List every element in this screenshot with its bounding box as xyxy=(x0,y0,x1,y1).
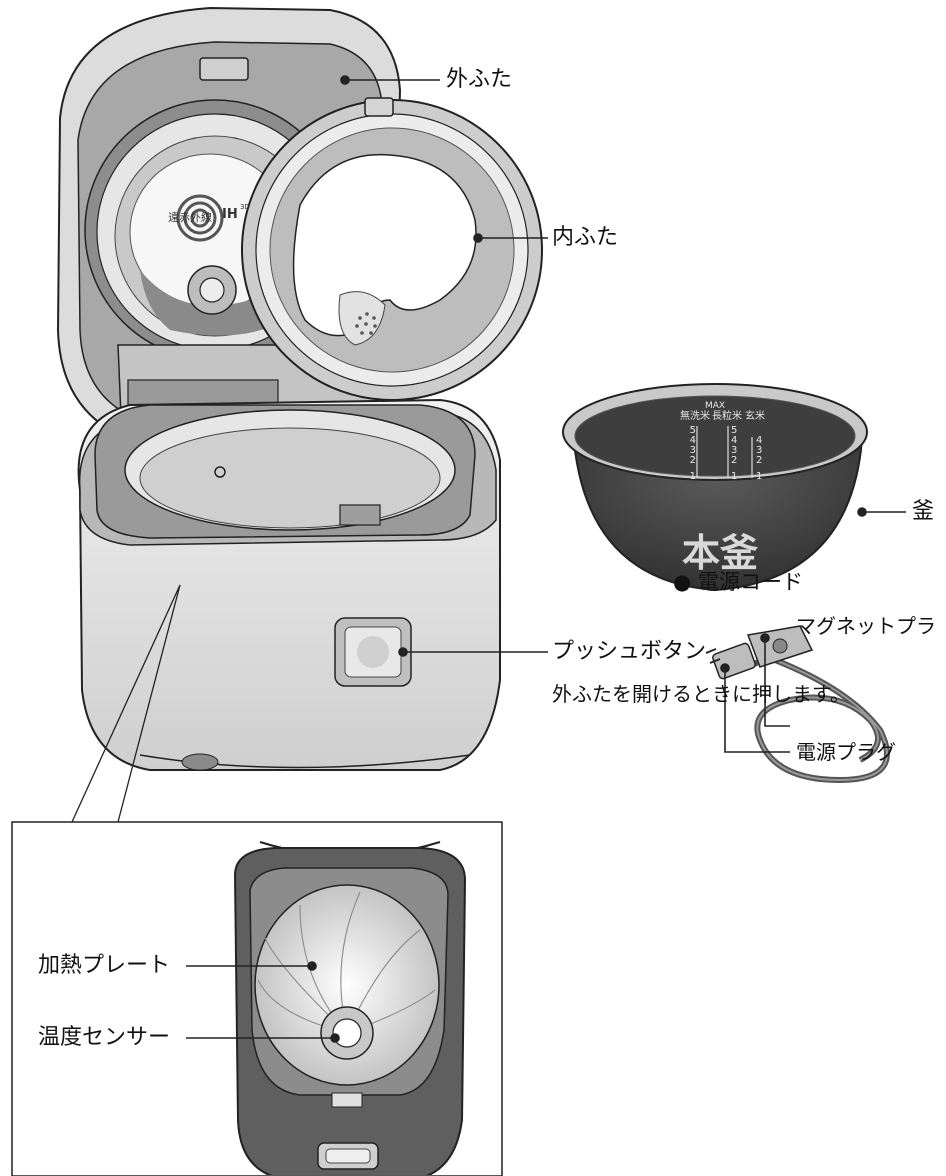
pot-scale-right-1: 1 xyxy=(756,471,763,482)
zoom-callout-lines xyxy=(71,584,181,823)
pot-scale-left-4: 4 xyxy=(689,435,696,446)
ih-logo xyxy=(176,194,224,242)
detail-inset xyxy=(11,821,503,1176)
pot-scale-right-3: 3 xyxy=(756,445,763,456)
power-plug-graphic xyxy=(705,642,756,680)
label-pot: 釜 xyxy=(912,499,935,524)
pot-header-left: 無洗米 xyxy=(680,411,710,422)
cooker-body xyxy=(77,398,501,771)
label-power-cord-heading: ● 電源コード xyxy=(673,570,803,594)
pot-scale-left-3: 3 xyxy=(689,445,696,456)
inner-pot xyxy=(562,383,868,592)
label-inner-lid: 内ふた xyxy=(552,225,619,250)
pot-scale-mid-2: 2 xyxy=(731,455,738,466)
pot-scale-mid: 5 4 3 2 1 xyxy=(731,426,741,482)
label-power-plug: 電源プラグ xyxy=(796,740,896,764)
lid-logo-sup: 3D xyxy=(240,203,250,211)
pot-header-right: 玄米 xyxy=(745,411,765,422)
label-temp-sensor: 温度センサー xyxy=(38,1025,171,1050)
lid-logo-text: 遠赤外線 xyxy=(168,211,212,224)
pot-scale-mid-3: 3 xyxy=(731,445,738,456)
pot-scale-mid-5: 5 xyxy=(731,425,738,436)
pot-scale-mid-4: 4 xyxy=(731,435,738,446)
pot-scale-left-5: 5 xyxy=(689,425,696,436)
inner-lid xyxy=(241,97,543,401)
label-outer-lid: 外ふた xyxy=(446,67,513,92)
label-push-button: プッシュボタン xyxy=(552,639,707,664)
pot-scale-right-2: 2 xyxy=(756,455,763,466)
label-magnet-plug: マグネットプラ xyxy=(796,614,936,638)
pot-scale-mid-1: 1 xyxy=(731,471,738,482)
pot-scale-left-2: 2 xyxy=(689,455,696,466)
label-heating-plate: 加熱プレート xyxy=(38,953,171,978)
pot-max-mark: MAX xyxy=(705,401,726,411)
lid-logo-ih: IH xyxy=(222,207,238,222)
pot-brand-text: 本釜 xyxy=(682,530,759,575)
pot-scale-right-4: 4 xyxy=(756,435,763,446)
pot-scale-left: 5 4 3 2 1 xyxy=(686,426,696,482)
label-push-button-note: 外ふたを開けるときに押します。 xyxy=(552,682,850,706)
pot-scale-right: 4 3 2 1 xyxy=(756,436,766,482)
pot-header-mid: 長粒米 xyxy=(712,411,742,422)
pot-scale-left-1: 1 xyxy=(689,471,696,482)
push-button-graphic xyxy=(334,617,412,687)
leader-lines xyxy=(186,75,906,1043)
